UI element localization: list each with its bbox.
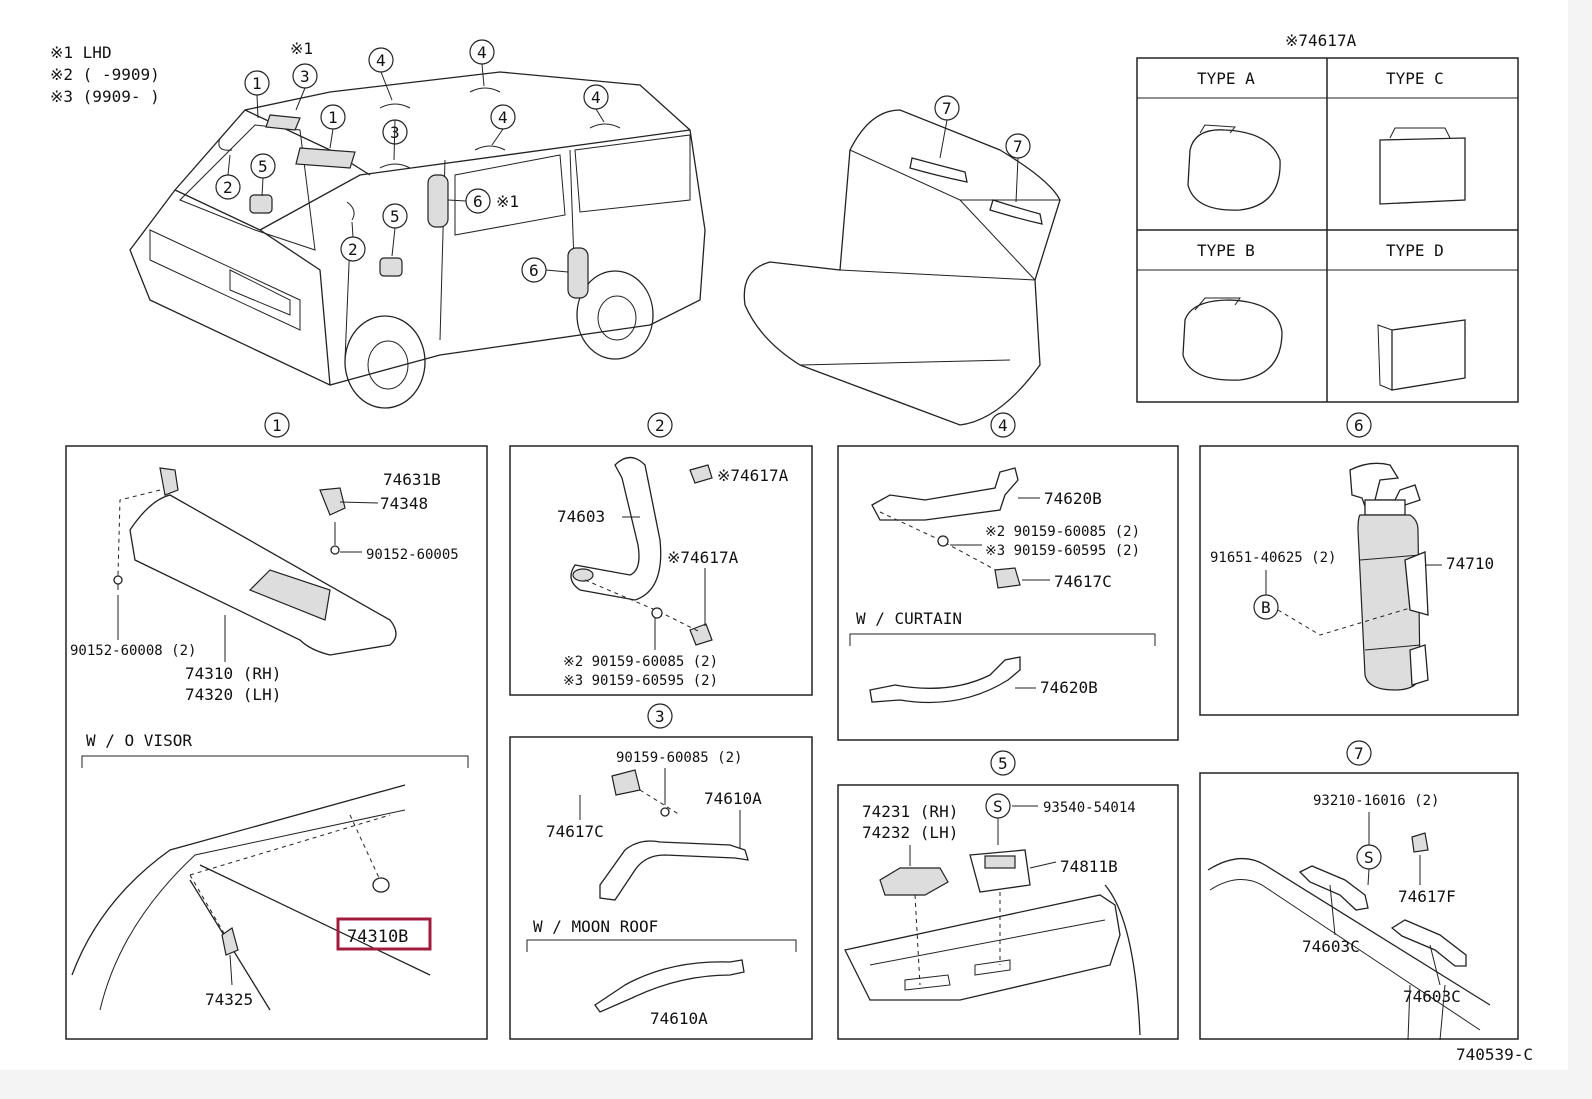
label-93210-16016: 93210-16016 (2) (1313, 793, 1439, 809)
panel-7: 93210-16016 (2) S 74617F 74603C 74603C (1199, 772, 1519, 1041)
callout-1: 1 (252, 74, 262, 93)
panel-4-number: 4 (998, 416, 1008, 435)
callout-7: 7 (1013, 137, 1023, 156)
legend-note-3: ※3 (9909- ) (50, 87, 160, 106)
label-93540-54014: 93540-54014 (1043, 800, 1136, 816)
seat-illustration: 7 7 (743, 95, 1061, 426)
callout-5: 5 (390, 207, 400, 226)
label-74610A: 74610A (704, 789, 762, 808)
label-74620B: 74620B (1044, 489, 1102, 508)
type-d-label: TYPE D (1386, 241, 1444, 260)
panel-7-number: 7 (1354, 744, 1364, 763)
label-74631B: 74631B (383, 470, 441, 489)
b-marker: B (1261, 598, 1271, 617)
panel-3: 90159-60085 (2) 74610A 74617C W / MOON R… (509, 736, 813, 1040)
callout-5: 5 (258, 157, 268, 176)
s-marker-p7: S (1364, 848, 1374, 867)
type-b-cap (1182, 299, 1283, 381)
parts-sheet: ※1 LHD ※2 ( -9909) ※3 (9909- ) 1 (0, 0, 1568, 1070)
callout-4: 4 (498, 108, 508, 127)
label-74231-rh: 74231 (RH) (862, 802, 958, 821)
legend-note-1: ※1 LHD (50, 43, 112, 62)
wo-visor-heading: W / O VISOR (86, 731, 192, 750)
label-74348: 74348 (380, 494, 428, 513)
callout-6: 6 (473, 192, 483, 211)
label-74320-lh: 74320 (LH) (185, 685, 281, 704)
legend-note-2: ※2 ( -9909) (50, 65, 160, 84)
label-90152-60005: 90152-60005 (366, 547, 459, 563)
label-p2-screw-1: ※2 90159-60085 (2) (563, 654, 718, 670)
label-74232-lh: 74232 (LH) (862, 823, 958, 842)
callout-4: 4 (591, 88, 601, 107)
types-table: ※74617A TYPE A TYPE C TYPE B TYPE D (1136, 31, 1519, 403)
label-74617C-p4: 74617C (1054, 572, 1112, 591)
label-74710: 74710 (1446, 554, 1494, 573)
type-a-cap (1187, 129, 1281, 211)
label-74603C-2: 74603C (1403, 987, 1461, 1006)
label-74310-rh: 74310 (RH) (185, 664, 281, 683)
label-74811B: 74811B (1060, 857, 1118, 876)
overview-callouts: 1 1 2 2 3 3 4 4 4 4 5 5 6 6 ※1 ※1 (215, 39, 609, 283)
label-74617A-top: ※74617A (717, 466, 789, 485)
panel-2-number: 2 (655, 416, 665, 435)
label-74617C: 74617C (546, 822, 604, 841)
type-c-cap (1379, 137, 1466, 205)
panel-1: 74631B 74348 90152-60005 90152-60008 (2)… (65, 445, 488, 1040)
diagram-code: 740539-C (1456, 1045, 1533, 1064)
label-74603C-1: 74603C (1302, 937, 1360, 956)
type-c-label: TYPE C (1386, 69, 1444, 88)
highlight-box-74310B (336, 917, 432, 951)
label-p4-screw-1: ※2 90159-60085 (2) (985, 524, 1140, 540)
label-p2-screw-2: ※3 90159-60595 (2) (563, 673, 718, 689)
label-74617F: 74617F (1398, 887, 1456, 906)
callout-4: 4 (376, 51, 386, 70)
callout-4: 4 (477, 43, 487, 62)
w-curtain-heading: W / CURTAIN (856, 609, 962, 628)
label-90159-60085: 90159-60085 (2) (616, 750, 742, 766)
callout-1: 1 (328, 108, 338, 127)
van-illustration (129, 71, 706, 409)
label-91651-40625: 91651-40625 (2) (1210, 550, 1336, 566)
label-90152-60008: 90152-60008 (2) (70, 643, 196, 659)
label-74325: 74325 (205, 990, 253, 1009)
label-74617A: ※74617A (667, 548, 739, 567)
label-74310B: 74310B (347, 927, 408, 947)
panel-1-number: 1 (272, 416, 282, 435)
label-74610A-moon-roof: 74610A (650, 1009, 708, 1028)
mark-note-6: ※1 (496, 192, 519, 211)
types-table-header: ※74617A (1285, 31, 1357, 50)
label-74620B-curtain: 74620B (1040, 678, 1098, 697)
panel-4: 74620B ※2 90159-60085 (2) ※3 90159-60595… (837, 445, 1179, 741)
panel-6-number: 6 (1354, 416, 1364, 435)
callout-7: 7 (942, 99, 952, 118)
panel-2: ※74617A 74603 ※74617A ※2 90159-60085 (2)… (509, 445, 813, 696)
mark-note: ※1 (290, 39, 313, 58)
callout-2: 2 (223, 178, 233, 197)
callout-6: 6 (529, 261, 539, 280)
callout-2: 2 (348, 240, 358, 259)
s-marker: S (993, 797, 1003, 816)
w-moon-roof-heading: W / MOON ROOF (533, 917, 658, 936)
panel-3-number: 3 (655, 707, 665, 726)
parts-diagram: ※1 LHD ※2 ( -9909) ※3 (9909- ) 1 (50, 31, 1533, 1064)
callout-3: 3 (300, 67, 310, 86)
label-74603: 74603 (557, 507, 605, 526)
label-p4-screw-2: ※3 90159-60595 (2) (985, 543, 1140, 559)
type-d-cap (1391, 319, 1466, 391)
panel-6: 91651-40625 (2) 74710 B (1199, 445, 1519, 716)
panel-5-number: 5 (998, 754, 1008, 773)
type-b-label: TYPE B (1197, 241, 1255, 260)
type-a-label: TYPE A (1197, 69, 1255, 88)
panel-5: 74231 (RH) 74232 (LH) S 93540-54014 7481… (837, 784, 1179, 1040)
